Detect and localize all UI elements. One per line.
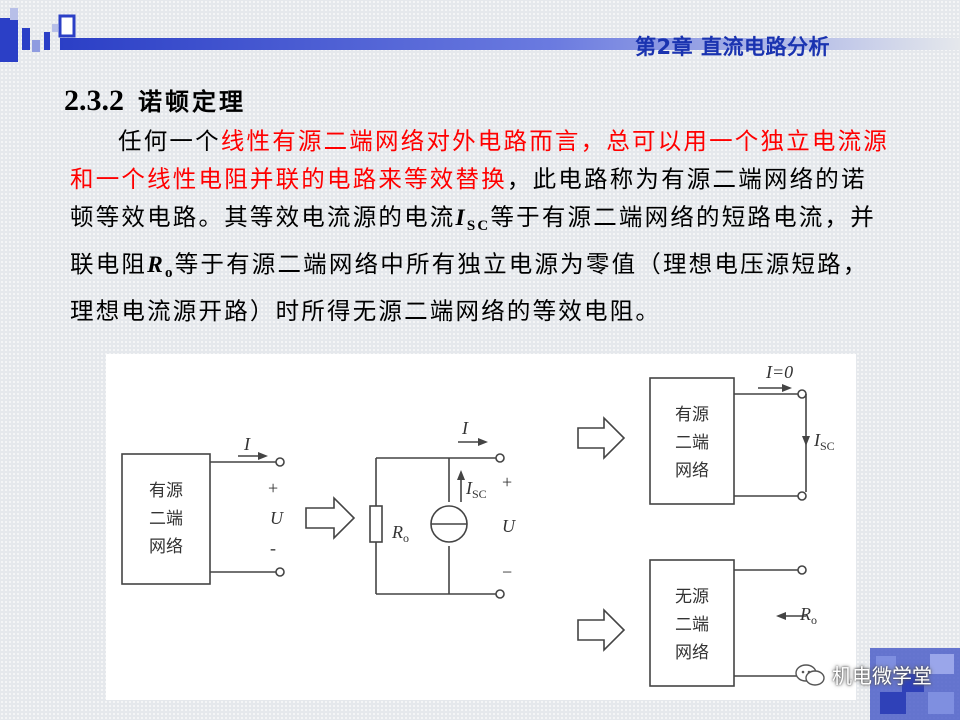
norton-current-label: I	[461, 418, 469, 438]
bottom-box-line-3: 网络	[675, 643, 709, 663]
left-minus: -	[270, 538, 276, 558]
left-voltage-label: U	[270, 508, 284, 528]
bottom-ro-label: Ro	[799, 604, 817, 627]
chapter-title: 第2章 直流电路分析	[635, 35, 830, 59]
chat-bubble-icon	[795, 663, 825, 686]
isc-subscript: SC	[466, 218, 491, 234]
section-number: 2.3.2	[64, 84, 124, 117]
top-isc-label: ISC	[813, 430, 835, 453]
top-current-label: I=0	[765, 362, 793, 382]
norton-voltage-label: U	[502, 516, 516, 536]
top-box-line-2: 二端	[675, 433, 709, 453]
top-box-line-3: 网络	[675, 461, 709, 481]
left-box-line-1: 有源	[149, 481, 183, 501]
left-box-line-3: 网络	[149, 537, 183, 557]
bottom-box-line-2: 二端	[675, 615, 709, 635]
ro-subscript: o	[164, 265, 175, 281]
circuit-figure: 有源 二端 网络 有源 二端 网络 无源 二端 网络 I + U - I ISC…	[106, 354, 856, 700]
left-plus: +	[268, 478, 278, 498]
circuit-diagram: 有源 二端 网络 有源 二端 网络 无源 二端 网络 I + U - I ISC…	[121, 362, 835, 687]
top-network-box	[649, 377, 735, 505]
watermark: 机电微学堂	[794, 660, 932, 689]
left-box-line-2: 二端	[149, 509, 183, 529]
norton-ro-label: Ro	[391, 522, 409, 545]
section-title: 诺顿定理	[138, 87, 246, 116]
bottom-network-box	[649, 559, 735, 687]
left-current-label: I	[243, 434, 251, 454]
left-network-box	[121, 453, 211, 585]
norton-minus: −	[502, 562, 512, 582]
watermark-text: 机电微学堂	[832, 664, 932, 688]
body-paragraph: 任何一个线性有源二端网络对外电路而言，总可以用一个独立电流源和一个线性电阻并联的…	[70, 122, 890, 330]
norton-plus: +	[502, 472, 512, 492]
top-box-line-1: 有源	[675, 405, 709, 425]
header-decoration	[0, 8, 960, 62]
body-text-2: ，此电路称为有源二端网络的诺顿等效电路。其等效电流源的电流	[70, 165, 867, 231]
section-heading: 2.3.2 诺顿定理	[64, 82, 246, 122]
bottom-box-line-1: 无源	[675, 587, 709, 607]
norton-resistor	[369, 505, 383, 543]
corner-decoration	[870, 648, 960, 720]
norton-isc-label: ISC	[465, 478, 487, 501]
body-text-1: 任何一个	[118, 127, 221, 155]
transform-arrow-2	[577, 416, 626, 460]
body-text-4: 等于有源二端网络中所有独立电源为零值（理想电压源短路，理想电流源开路）时所得无源…	[70, 250, 869, 325]
transform-arrow-1	[305, 496, 356, 540]
ro-symbol: R	[147, 252, 165, 278]
body-text-3: 等于有源二端网络的短路电流，并联电阻	[70, 203, 876, 278]
transform-arrow-3	[577, 608, 626, 652]
isc-symbol: I	[455, 205, 467, 231]
body-text-highlight: 线性有源二端网络对外电路而言，总可以用一个独立电流源和一个线性电阻并联的电路来等…	[70, 127, 890, 193]
